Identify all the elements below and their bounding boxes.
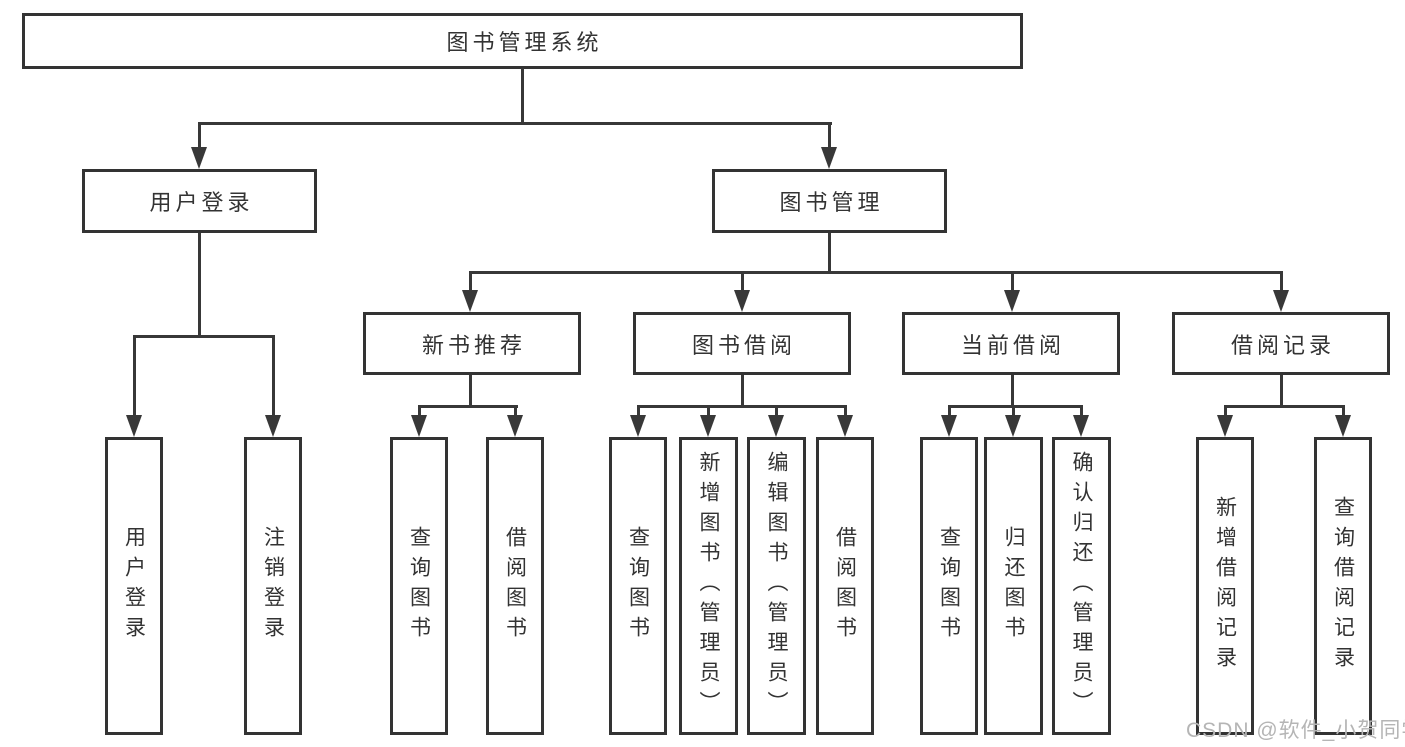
arrowhead-down-icon [507,415,523,437]
connector-line [637,405,847,408]
arrowhead-down-icon [630,415,646,437]
connector-line [828,233,831,273]
arrowhead-down-icon [1073,415,1089,437]
connector-line [637,405,640,417]
leaf-query-books-2: 查询图书 [609,437,667,735]
node-label: 归还图书 [1002,526,1025,646]
node-label: 当前借阅 [960,332,1065,358]
node-label: 新书推荐 [421,332,526,358]
arrowhead-down-icon [1005,415,1021,437]
node-label: 查询借阅记录 [1331,496,1355,676]
arrowhead-down-icon [700,415,716,437]
connector-line [1011,271,1014,292]
node-label: 图书借阅 [691,332,796,358]
connector-line [1224,405,1227,417]
node-borrowing-records: 借阅记录 [1172,312,1390,375]
connector-line [741,375,744,408]
connector-line [1012,405,1015,417]
leaf-edit-books-admin: 编辑图书（管理员） [747,437,806,735]
node-current-borrowing: 当前借阅 [902,312,1120,375]
connector-line [418,405,518,408]
connector-line [844,405,847,417]
node-root-library-system: 图书管理系统 [22,13,1023,69]
connector-line [418,405,421,417]
node-label: 图书管理 [779,190,884,215]
leaf-query-books-3: 查询图书 [920,437,978,735]
connector-line [198,233,201,337]
leaf-borrow-books-2: 借阅图书 [816,437,874,735]
node-label: 注销登录 [261,526,285,646]
connector-line [707,405,710,417]
arrowhead-down-icon [1217,415,1233,437]
node-label: 用户登录 [122,526,146,646]
leaf-query-books-1: 查询图书 [390,437,448,735]
leaf-user-login: 用户登录 [105,437,163,735]
leaf-borrow-books-1: 借阅图书 [486,437,544,735]
connector-line [272,335,275,417]
node-label: 用户登录 [149,190,254,215]
arrowhead-down-icon [768,415,784,437]
connector-line [521,68,524,122]
node-book-management: 图书管理 [712,169,947,233]
node-label: 新增图书（管理员） [697,451,720,721]
connector-line [948,405,951,417]
node-label: 借阅记录 [1230,332,1335,358]
node-label: 确认归还（管理员） [1070,451,1093,721]
arrowhead-down-icon [1335,415,1351,437]
leaf-add-books-admin: 新增图书（管理员） [679,437,738,735]
connector-line [133,335,136,417]
connector-line [198,122,832,125]
node-label: 借阅图书 [833,526,857,646]
leaf-logout: 注销登录 [244,437,302,735]
connector-line [469,271,472,292]
arrowhead-down-icon [1004,290,1020,312]
connector-line [775,405,778,417]
node-book-borrowing: 图书借阅 [633,312,851,375]
connector-line [514,405,517,417]
arrowhead-down-icon [1273,290,1289,312]
connector-line [1342,405,1345,417]
arrowhead-down-icon [837,415,853,437]
node-label: 查询图书 [937,526,961,646]
arrowhead-down-icon [941,415,957,437]
csdn-watermark: CSDN @软件_小贺同学 [1186,719,1405,742]
connector-line [948,405,1083,408]
connector-line [1011,375,1014,408]
connector-line [828,122,831,149]
node-label: 查询图书 [407,526,431,646]
arrowhead-down-icon [821,147,837,169]
connector-line [741,271,744,292]
connector-line [1280,375,1283,408]
node-label: 编辑图书（管理员） [765,451,788,721]
connector-line [469,375,472,408]
arrowhead-down-icon [191,147,207,169]
node-label: 图书管理系统 [446,30,603,55]
arrowhead-down-icon [411,415,427,437]
node-label: 新增借阅记录 [1213,496,1237,676]
node-user-login: 用户登录 [82,169,317,233]
arrowhead-down-icon [265,415,281,437]
node-new-book-recommend: 新书推荐 [363,312,581,375]
connector-line [1224,405,1345,408]
connector-line [1080,405,1083,417]
leaf-query-borrow-record: 查询借阅记录 [1314,437,1372,735]
connector-line [133,335,275,338]
leaf-add-borrow-record: 新增借阅记录 [1196,437,1254,735]
arrowhead-down-icon [734,290,750,312]
node-label: 借阅图书 [503,526,527,646]
connector-line [198,122,201,149]
arrowhead-down-icon [462,290,478,312]
node-label: 查询图书 [626,526,650,646]
arrowhead-down-icon [126,415,142,437]
connector-line [469,271,1283,274]
leaf-confirm-return-admin: 确认归还（管理员） [1052,437,1111,735]
connector-line [1280,271,1283,292]
leaf-return-books: 归还图书 [984,437,1043,735]
